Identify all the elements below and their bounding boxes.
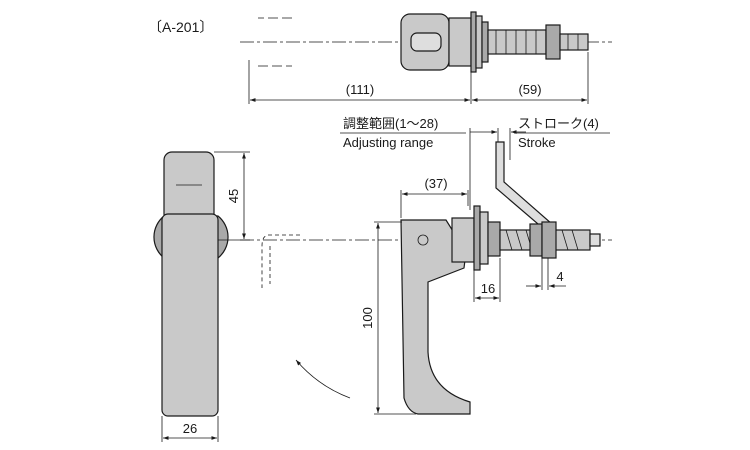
- stroke-jp: ストローク(4): [518, 116, 599, 131]
- top-body: [448, 17, 472, 67]
- dim-26: 26: [183, 421, 197, 436]
- side-nut-1: [529, 223, 543, 257]
- top-flange-3: [481, 21, 489, 63]
- side-nut-2: [541, 221, 557, 259]
- model-label: 〔A-201〕: [148, 19, 213, 35]
- top-flange-1: [470, 11, 477, 73]
- top-shaft: [487, 29, 547, 55]
- side-flange-3: [487, 221, 501, 257]
- stroke-en: Stroke: [518, 135, 556, 150]
- side-flange-1: [473, 205, 481, 271]
- dim-111: (111): [346, 82, 374, 97]
- front-view: 45 26: [153, 151, 250, 442]
- front-handle-body: [161, 213, 219, 417]
- side-ghost-handle: [261, 234, 300, 288]
- dim-45: 45: [226, 189, 241, 203]
- top-ghost-handle: [258, 17, 292, 67]
- rotation-arrow: [295, 359, 351, 399]
- top-view: (111) (59): [240, 11, 612, 104]
- dim-100: 100: [360, 307, 375, 329]
- side-body: [451, 217, 475, 263]
- dim-37: (37): [424, 176, 447, 191]
- side-tip: [589, 233, 601, 247]
- dim-16: 16: [481, 281, 495, 296]
- adjusting-range-en: Adjusting range: [343, 135, 433, 150]
- top-tip: [559, 33, 589, 51]
- side-flange-2: [479, 211, 489, 265]
- top-nut: [545, 24, 561, 60]
- side-cam-plate: [495, 141, 553, 231]
- dim-59: (59): [518, 82, 541, 97]
- dim-4: 4: [556, 269, 563, 284]
- top-flange-2: [475, 15, 483, 69]
- front-handle-top: [163, 151, 215, 223]
- adjusting-range-jp: 調整範囲(1～28): [343, 116, 438, 131]
- side-l-handle: [400, 219, 471, 415]
- side-view: (37) 100 16 4 調整範囲(1～28) Adjusting range…: [240, 116, 612, 415]
- top-handle-slot: [410, 32, 442, 52]
- handle-pivot-hole: [417, 234, 429, 246]
